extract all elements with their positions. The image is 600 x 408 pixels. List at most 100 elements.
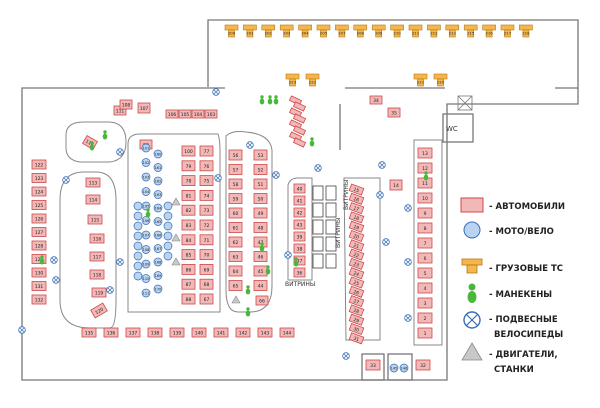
car-rect [293,267,306,278]
island-center-left [127,133,221,313]
truck-cab [482,24,496,31]
car-rect [119,99,133,110]
mannequin-head [246,307,250,311]
moto-number: 110 [143,277,150,281]
car-number: 75 [204,179,210,185]
car-spot [288,107,303,118]
legend-moto-swatch [463,221,481,239]
car-rect [417,252,433,264]
car-rect [253,222,268,233]
hanging-bike-cross [213,89,219,95]
moto-number: 101 [143,147,150,151]
car-spot: 56 [228,149,243,161]
moto-number: 107 [143,234,150,238]
car-rect [31,254,47,264]
car-number: 25 [352,280,360,288]
car-spot: 100 [181,145,196,157]
car-rect [181,234,196,246]
car-spot: 79 [181,160,196,172]
car-spot [288,131,303,142]
truck-cab [335,24,349,31]
car-rect [199,249,214,261]
mannequin-body [89,144,95,151]
car-number: 12 [422,166,428,172]
car-spot: 114 [85,194,101,205]
car-rect [253,149,268,161]
car-spot: 118 [89,269,105,280]
car-number: 72 [204,223,210,229]
car-rect [417,297,433,309]
car-rect [348,248,365,261]
car-spot: 104 [191,109,205,119]
truck-number: 223 [289,80,297,85]
truck-number: 221 [417,80,425,85]
car-number: 74 [204,193,210,199]
car-rect [417,282,433,294]
car-rect [348,313,365,326]
moto-spot [163,211,173,221]
car-number: 65 [233,284,239,290]
car-number: 124 [35,190,44,196]
car-spot: 116 [89,233,105,244]
car-rect [417,207,433,219]
car-spot: 26 [348,285,365,298]
car-spot: 128 [31,240,47,251]
moto-number: 168 [155,261,162,265]
rack [325,185,337,201]
car-rect [228,280,243,291]
mannequin-head [260,242,264,246]
car-spot: 106 [165,109,179,119]
car-spot: 30 [348,322,365,336]
car-rect [293,243,306,254]
car-number: 81 [186,193,192,199]
car-number: 140 [195,331,204,337]
moto-spot [141,216,151,225]
car-spot: 29 [348,313,365,326]
hanging-bike-cross [405,315,411,321]
car-rect [293,195,306,206]
car-rect [31,159,47,170]
truck-number: 203 [283,31,291,36]
car-spot: 42 [293,207,306,218]
car-rect [417,237,433,249]
car-number: 33 [370,363,376,369]
car-number: 86 [186,267,192,273]
car-rect [288,95,303,106]
car-rect [31,294,47,305]
truck-cab [261,24,276,31]
car-spot: 105 [178,109,192,119]
car-spot: 72 [199,219,214,231]
car-spot: 117 [89,251,105,262]
car-spot: 6 [417,252,433,264]
truck-body [375,29,383,38]
engine-spot [171,257,181,266]
car-spot: 28 [348,304,365,317]
car-spot: 2 [417,312,433,324]
car-number: 129 [35,257,44,263]
car-rect [199,219,214,231]
car-number: 128 [35,244,44,250]
car-spot: 13 [417,147,433,159]
car-spot: 57 [228,164,243,175]
car-number: 118 [93,273,102,279]
car-spot: 50 [253,193,268,204]
car-number: 119 [95,291,104,297]
car-number: 144 [283,331,292,337]
car-rect [348,295,365,308]
legend-mannequins-label: - МАНЕКЕНЫ [489,290,552,300]
car-number: 142 [239,331,248,337]
car-number: 126 [35,217,44,223]
car-rect [348,183,365,196]
car-rect [348,332,365,345]
mannequin-head [246,285,250,289]
moto-spot [141,143,151,153]
car-rect [85,177,101,188]
mannequin-head [274,95,278,99]
car-number: 138 [151,331,160,337]
hanging-bike-cross [273,172,279,178]
car-spot: 77 [199,145,214,157]
hanging-bike-cross [19,327,25,333]
car-rect [348,239,365,252]
car-number: 17 [352,205,360,213]
car-rect [348,220,365,233]
